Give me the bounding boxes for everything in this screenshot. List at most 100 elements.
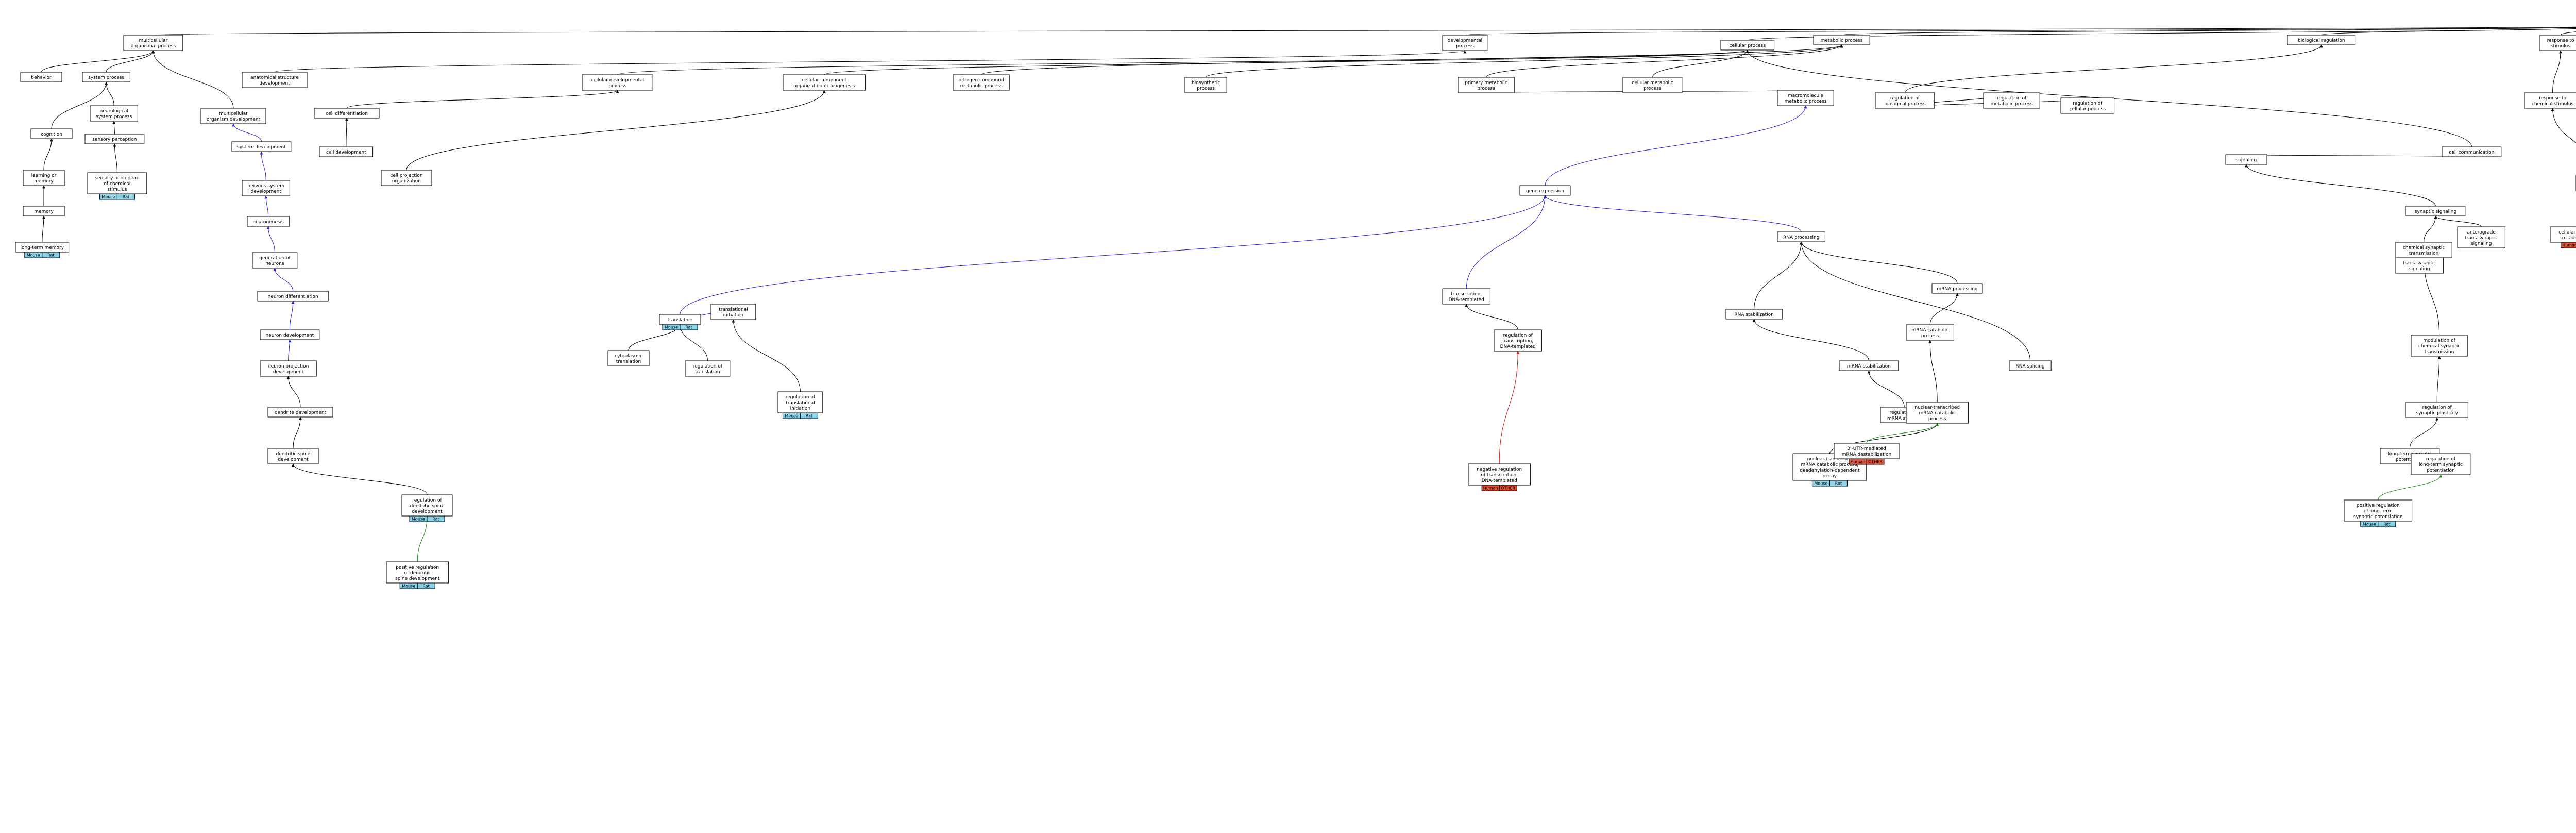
node-label: regulation of xyxy=(1890,410,1920,415)
go-term-node[interactable]: system development xyxy=(231,141,292,152)
go-term-node[interactable]: neuron differentiation xyxy=(257,291,329,302)
go-term-node[interactable]: cognition xyxy=(30,128,73,139)
go-term-node[interactable]: cell differentiation xyxy=(314,108,380,119)
node-label: process xyxy=(1921,334,1939,339)
node-box xyxy=(1725,309,1783,320)
relation-edge xyxy=(1464,27,2576,36)
node-label: positive regulation xyxy=(2357,503,2400,508)
node-label: neurogenesis xyxy=(252,220,284,225)
go-term-node[interactable]: RNA splicing xyxy=(2009,360,2052,371)
node-label: process xyxy=(1197,86,1215,91)
node-box xyxy=(123,35,183,51)
go-term-node[interactable]: translation xyxy=(659,314,701,325)
go-term-node[interactable]: gene expression xyxy=(1519,185,1571,196)
relation-edge xyxy=(1800,241,1958,284)
go-term-node[interactable]: synaptic signaling xyxy=(2405,206,2466,216)
go-term-node[interactable]: mRNA stabilization xyxy=(1839,360,1899,371)
go-term-node[interactable]: system process xyxy=(82,72,130,82)
badge-cell xyxy=(417,582,435,589)
relation-edge xyxy=(2552,50,2562,93)
node-label: organismal process xyxy=(131,44,176,49)
node-box xyxy=(1494,329,1542,352)
go-term-node[interactable]: behavior xyxy=(20,72,62,82)
go-term-node[interactable]: biological regulation xyxy=(2287,35,2356,45)
go-term-node[interactable]: cellular process xyxy=(1720,40,1775,51)
relation-edge xyxy=(417,515,429,562)
relation-edge xyxy=(1929,293,1959,325)
go-term-node[interactable]: signaling xyxy=(2225,154,2267,165)
go-term-node[interactable]: cell communication xyxy=(2442,146,2502,157)
go-term-node[interactable]: memory xyxy=(23,206,65,216)
node-label: regulation of xyxy=(693,364,723,369)
go-term-node[interactable]: dendrite development xyxy=(267,407,333,418)
go-term-node[interactable]: RNA processing xyxy=(1777,231,1825,242)
relation-edge xyxy=(1747,28,2576,41)
go-term-node[interactable]: sensory perception xyxy=(84,134,145,144)
node-label: regulation of xyxy=(1503,333,1533,338)
go-term-node[interactable]: metabolic process xyxy=(1813,35,1870,45)
go-term-node[interactable]: neurogenesis xyxy=(247,216,290,227)
relation-edge xyxy=(1754,241,1803,310)
go-term-node[interactable]: transcription,DNA-templated xyxy=(1442,288,1490,305)
go-term-node[interactable]: long-term memory xyxy=(15,242,70,253)
node-label: of transcription, xyxy=(1481,473,1518,478)
node-label: chemical synaptic xyxy=(2403,245,2445,251)
relation-edge xyxy=(292,463,428,495)
go-term-node[interactable]: neuron development xyxy=(260,329,320,340)
node-box xyxy=(314,108,380,119)
node-box xyxy=(2287,35,2356,45)
go-term-node[interactable]: mRNA processing xyxy=(1931,283,1983,294)
node-label: RNA processing xyxy=(1783,235,1820,240)
node-label: memory xyxy=(34,209,54,214)
node-box xyxy=(2060,97,2115,114)
go-term-node[interactable]: RNA stabilization xyxy=(1725,309,1783,320)
go-term-node[interactable]: cell development xyxy=(319,146,374,157)
relation-edge xyxy=(1800,241,2031,361)
